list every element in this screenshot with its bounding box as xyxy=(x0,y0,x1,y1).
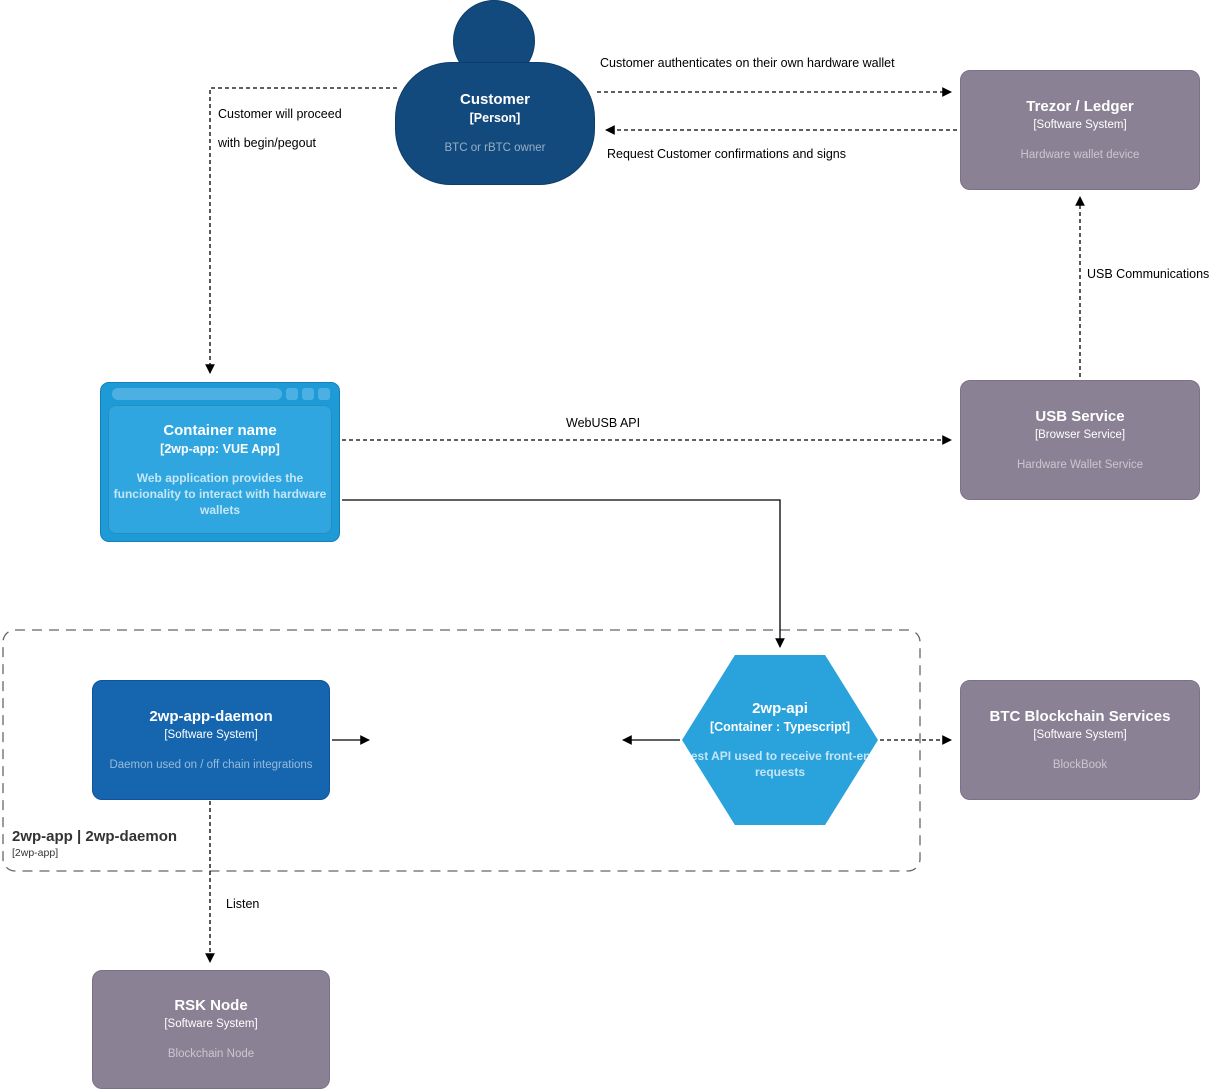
customer-title: Customer xyxy=(459,91,530,108)
btc-blockchain-services-node: BTC Blockchain Services [Software System… xyxy=(960,680,1200,800)
browser-button-3 xyxy=(318,388,331,400)
rsk-description: Blockchain Node xyxy=(167,1048,255,1060)
rsk-node-node: RSK Node [Software System] Blockchain No… xyxy=(92,970,330,1089)
edge-label-proceed-line1: Customer will proceed xyxy=(218,107,342,121)
browser-button-2 xyxy=(302,388,315,400)
usb-service-node: USB Service [Browser Service] Hardware W… xyxy=(960,380,1200,500)
edge-label-proceed-line2: with begin/pegout xyxy=(218,136,316,150)
container-title: Container name xyxy=(163,421,277,439)
container-description: Web application provides the funcionalit… xyxy=(113,470,327,517)
usb-service-description: Hardware Wallet Service xyxy=(1016,458,1144,471)
usb-service-subtitle: [Browser Service] xyxy=(1034,428,1126,441)
trezor-subtitle: [Software System] xyxy=(1033,118,1127,131)
edge-customer-container xyxy=(205,87,397,374)
rsk-subtitle: [Software System] xyxy=(164,1018,258,1030)
customer-person-node: Customer [Person] BTC or rBTC owner xyxy=(395,62,595,185)
customer-description: BTC or rBTC owner xyxy=(444,142,546,154)
edge-label-authenticate: Customer authenticates on their own hard… xyxy=(600,56,895,70)
mongodb-title: MongoDB xyxy=(459,720,531,737)
btc-description: BlockBook xyxy=(1052,758,1108,771)
daemon-description: Daemon used on / off chain integrations xyxy=(109,758,313,771)
rsk-title: RSK Node xyxy=(174,997,248,1014)
trezor-description: Hardware wallet device xyxy=(1020,148,1140,161)
daemon-subtitle: [Software System] xyxy=(164,728,258,741)
boundary-title: 2wp-app | 2wp-daemon xyxy=(12,828,178,845)
edge-container-api xyxy=(342,499,785,648)
mongodb-node: MongoDB [Container : MongoDB] Non relati… xyxy=(370,686,620,800)
2wp-app-daemon-node: 2wp-app-daemon [Software System] Daemon … xyxy=(92,680,330,800)
api-subtitle: [Container : Typescript] xyxy=(709,720,851,734)
container-name-node: Container name [2wp-app: VUE App] Web ap… xyxy=(100,382,340,542)
edge-label-usb-communications: USB Communications xyxy=(1087,267,1210,281)
browser-button-1 xyxy=(286,388,299,400)
trezor-title: Trezor / Ledger xyxy=(1026,97,1134,115)
browser-address-bar xyxy=(112,388,283,400)
edge-label-webusb-api: WebUSB API xyxy=(566,416,641,430)
container-subtitle: [2wp-app: VUE App] xyxy=(160,441,280,456)
daemon-title: 2wp-app-daemon xyxy=(149,707,273,725)
btc-subtitle: [Software System] xyxy=(1033,728,1127,741)
edge-label-listen: Listen xyxy=(226,897,260,911)
trezor-ledger-node: Trezor / Ledger [Software System] Hardwa… xyxy=(960,70,1200,190)
api-description: Rest API used to receive front-end reque… xyxy=(682,749,878,779)
usb-service-title: USB Service xyxy=(1035,407,1125,425)
2wp-api-node: 2wp-api [Container : Typescript] Rest AP… xyxy=(682,655,878,825)
browser-content-panel: Container name [2wp-app: VUE App] Web ap… xyxy=(108,405,332,534)
mongodb-description: Non relational Data Base role/responsibi… xyxy=(369,767,621,781)
mongodb-subtitle: [Container : MongoDB] xyxy=(426,740,564,754)
browser-topbar xyxy=(112,388,331,400)
customer-subtitle: [Person] xyxy=(469,111,521,125)
boundary-subtitle: [2wp-app] xyxy=(12,847,59,859)
btc-title: BTC Blockchain Services xyxy=(989,707,1171,725)
edge-label-request-confirmations: Request Customer confirmations and signs xyxy=(607,147,847,161)
api-title: 2wp-api xyxy=(752,700,808,717)
boundary-2wp-app-label: 2wp-app | 2wp-daemon [2wp-app] xyxy=(12,827,177,860)
